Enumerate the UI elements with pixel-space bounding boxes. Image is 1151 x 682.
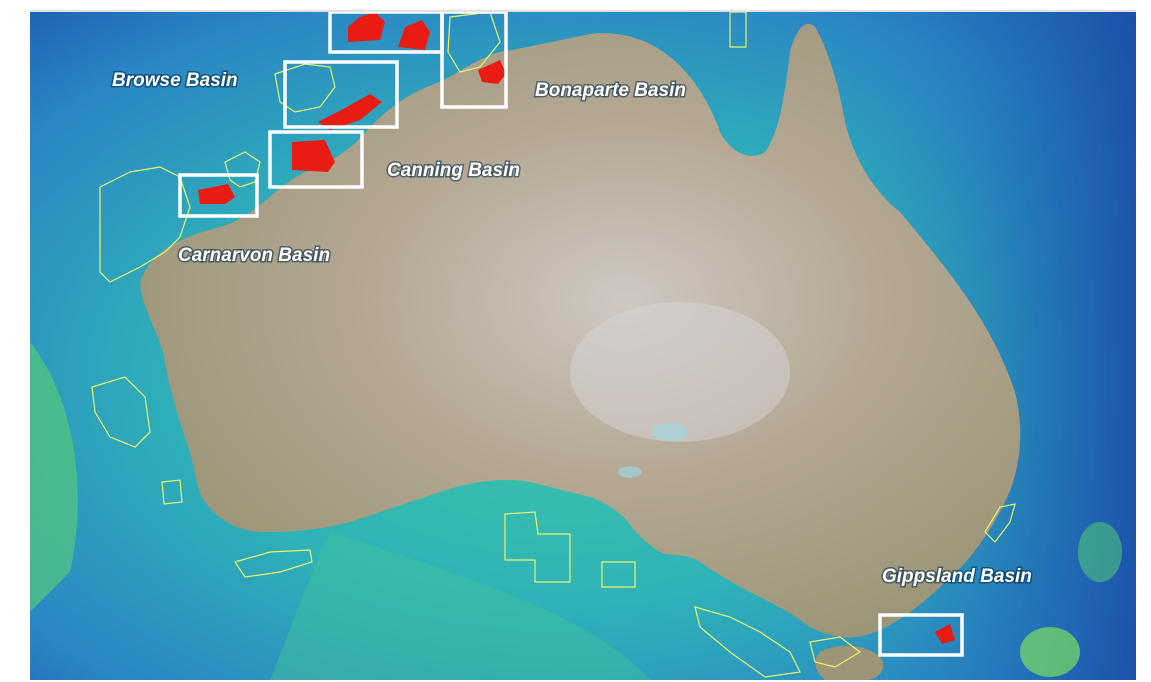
seamount-east [1020, 627, 1080, 677]
map-view[interactable]: Browse Basin Bonaparte Basin Canning Bas… [30, 12, 1136, 680]
permit-outline-southwest-small [161, 479, 183, 505]
permit-outline-tasman [984, 503, 1016, 543]
frame-carnarvon[interactable] [178, 173, 259, 218]
permit-outline-bight-west [234, 549, 313, 578]
central-lowlands [570, 302, 790, 442]
label-gippsland-basin: Gippsland Basin [882, 566, 1032, 587]
label-bonaparte-basin: Bonaparte Basin [535, 80, 686, 101]
permit-outline-browse [274, 63, 336, 113]
australia-basin-map: Browse Basin Bonaparte Basin Canning Bas… [30, 12, 1136, 680]
lease-area-bonaparte-1 [348, 12, 385, 42]
label-browse-basin: Browse Basin [112, 70, 238, 91]
frame-browse[interactable] [283, 60, 399, 129]
permit-outline-bight-central [504, 511, 571, 583]
lease-area-gippsland [935, 624, 955, 644]
permit-outline-bass-strait [809, 636, 862, 668]
shallow-shelf-south [270, 532, 650, 680]
lake-basin-south [618, 466, 642, 478]
permit-outline-carnarvon-west [99, 166, 191, 283]
permit-outline-bight-east [601, 561, 636, 588]
permit-outline-otway [694, 606, 801, 678]
permit-outlines [91, 12, 1016, 678]
lease-area-bonaparte-3 [478, 60, 506, 84]
lease-areas [198, 12, 955, 644]
top-border [30, 10, 1136, 12]
permit-outline-southwest [91, 376, 151, 448]
frame-bonaparte[interactable] [440, 12, 508, 109]
australia-mainland [140, 23, 1021, 638]
permit-outline-north-shelf [729, 12, 747, 48]
label-carnarvon-basin: Carnarvon Basin [178, 245, 330, 266]
frame-gippsland[interactable] [878, 613, 964, 657]
lease-area-canning [292, 140, 335, 172]
seamount-northeast [1078, 522, 1122, 582]
tasmania [815, 645, 884, 680]
label-canning-basin: Canning Basin [387, 160, 520, 181]
basin-labels: Browse Basin Bonaparte Basin Canning Bas… [111, 69, 1034, 589]
permit-outline-bonaparte [447, 12, 501, 73]
permit-outline-carnarvon-north [224, 151, 261, 188]
study-area-frames[interactable] [178, 12, 964, 657]
frame-canning[interactable] [268, 130, 364, 189]
lease-area-bonaparte-2 [398, 20, 430, 50]
lake-basin [652, 423, 688, 441]
shallow-shelf-west [30, 342, 78, 612]
lease-area-carnarvon [198, 184, 235, 204]
lease-area-browse-1 [318, 94, 382, 130]
